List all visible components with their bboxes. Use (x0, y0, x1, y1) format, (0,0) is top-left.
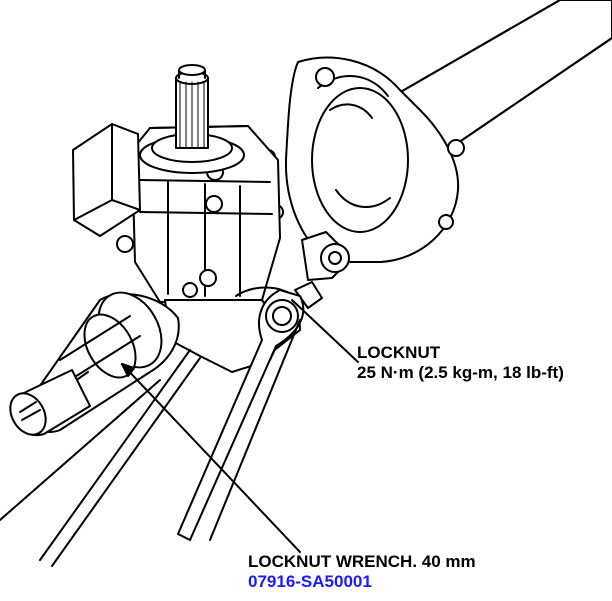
tie-rods (0, 349, 201, 567)
locknut-leader (291, 299, 359, 363)
adjusting-screw-assembly (294, 231, 350, 309)
wrench-leader (121, 363, 301, 553)
wrench-title: LOCKNUT WRENCH. 40 mm (248, 552, 476, 571)
wrench-leader-arrowhead (121, 363, 135, 377)
wrench-part-number: 07916-SA50001 (248, 572, 372, 591)
wrench-callout: LOCKNUT WRENCH. 40 mm 07916-SA50001 (248, 552, 476, 592)
pinion-shaft (139, 64, 245, 174)
locknut-title: LOCKNUT (357, 343, 441, 362)
rack-end (9, 369, 91, 437)
locknut-callout: LOCKNUT 25 N·m (2.5 kg-m, 18 lb-ft) (357, 343, 564, 383)
connector-box (72, 123, 141, 237)
leader-lines (121, 299, 359, 553)
locknut-torque: 25 N·m (2.5 kg-m, 18 lb-ft) (357, 363, 564, 382)
